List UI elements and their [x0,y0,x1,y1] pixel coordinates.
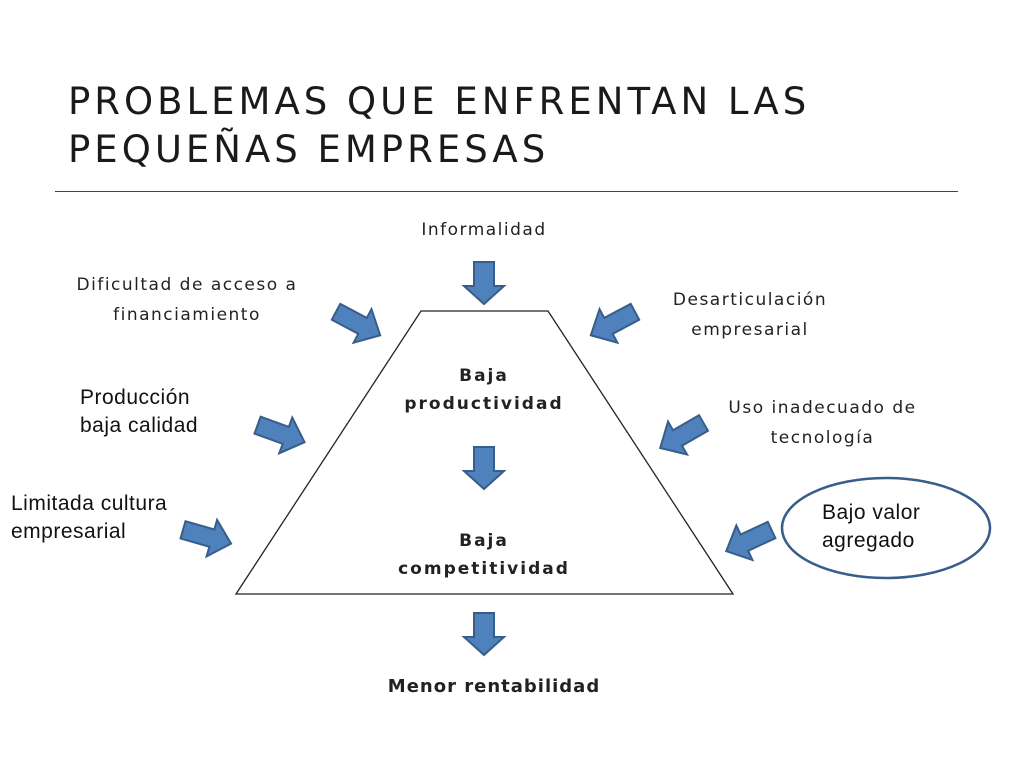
title-line-1: PROBLEMAS QUE ENFRENTAN LAS [68,80,811,123]
arrow-desarticulacion-icon [589,302,641,345]
title-line-2: PEQUEÑAS EMPRESAS [68,128,550,171]
cause-cultura: Limitada cultura empresarial [11,492,168,543]
pyramid-productividad: Baja productividad [404,366,564,414]
arrow-informalidad-icon [461,261,507,306]
arrow-productividad-to-competitividad-icon [461,446,507,491]
highlight-ellipse [780,476,992,580]
result-rentabilidad: Menor rentabilidad [387,676,601,697]
cause-financiamiento: Dificultad de acceso a financiamiento [76,275,298,325]
page-title: PROBLEMAS QUE ENFRENTAN LAS PEQUEÑAS EMP… [68,78,968,174]
arrow-tecnologia-icon [658,413,710,456]
arrow-to-rentabilidad-icon [461,612,507,657]
arrow-produccion-icon [253,414,306,456]
arrow-cultura-icon [179,517,233,559]
pyramid-competitividad: Baja competitividad [398,531,570,579]
arrow-financiamiento-icon [330,302,382,345]
pyramid-shape [234,310,735,595]
arrow-valor-icon [724,520,777,562]
title-divider [55,191,958,192]
cause-valor: Bajo valor agregado [822,501,921,552]
cause-informalidad: Informalidad [421,220,547,240]
cause-desarticulacion: Desarticulación empresarial [672,290,828,340]
cause-tecnologia: Uso inadecuado de tecnología [728,398,917,448]
cause-produccion: Producción baja calidad [80,386,199,437]
